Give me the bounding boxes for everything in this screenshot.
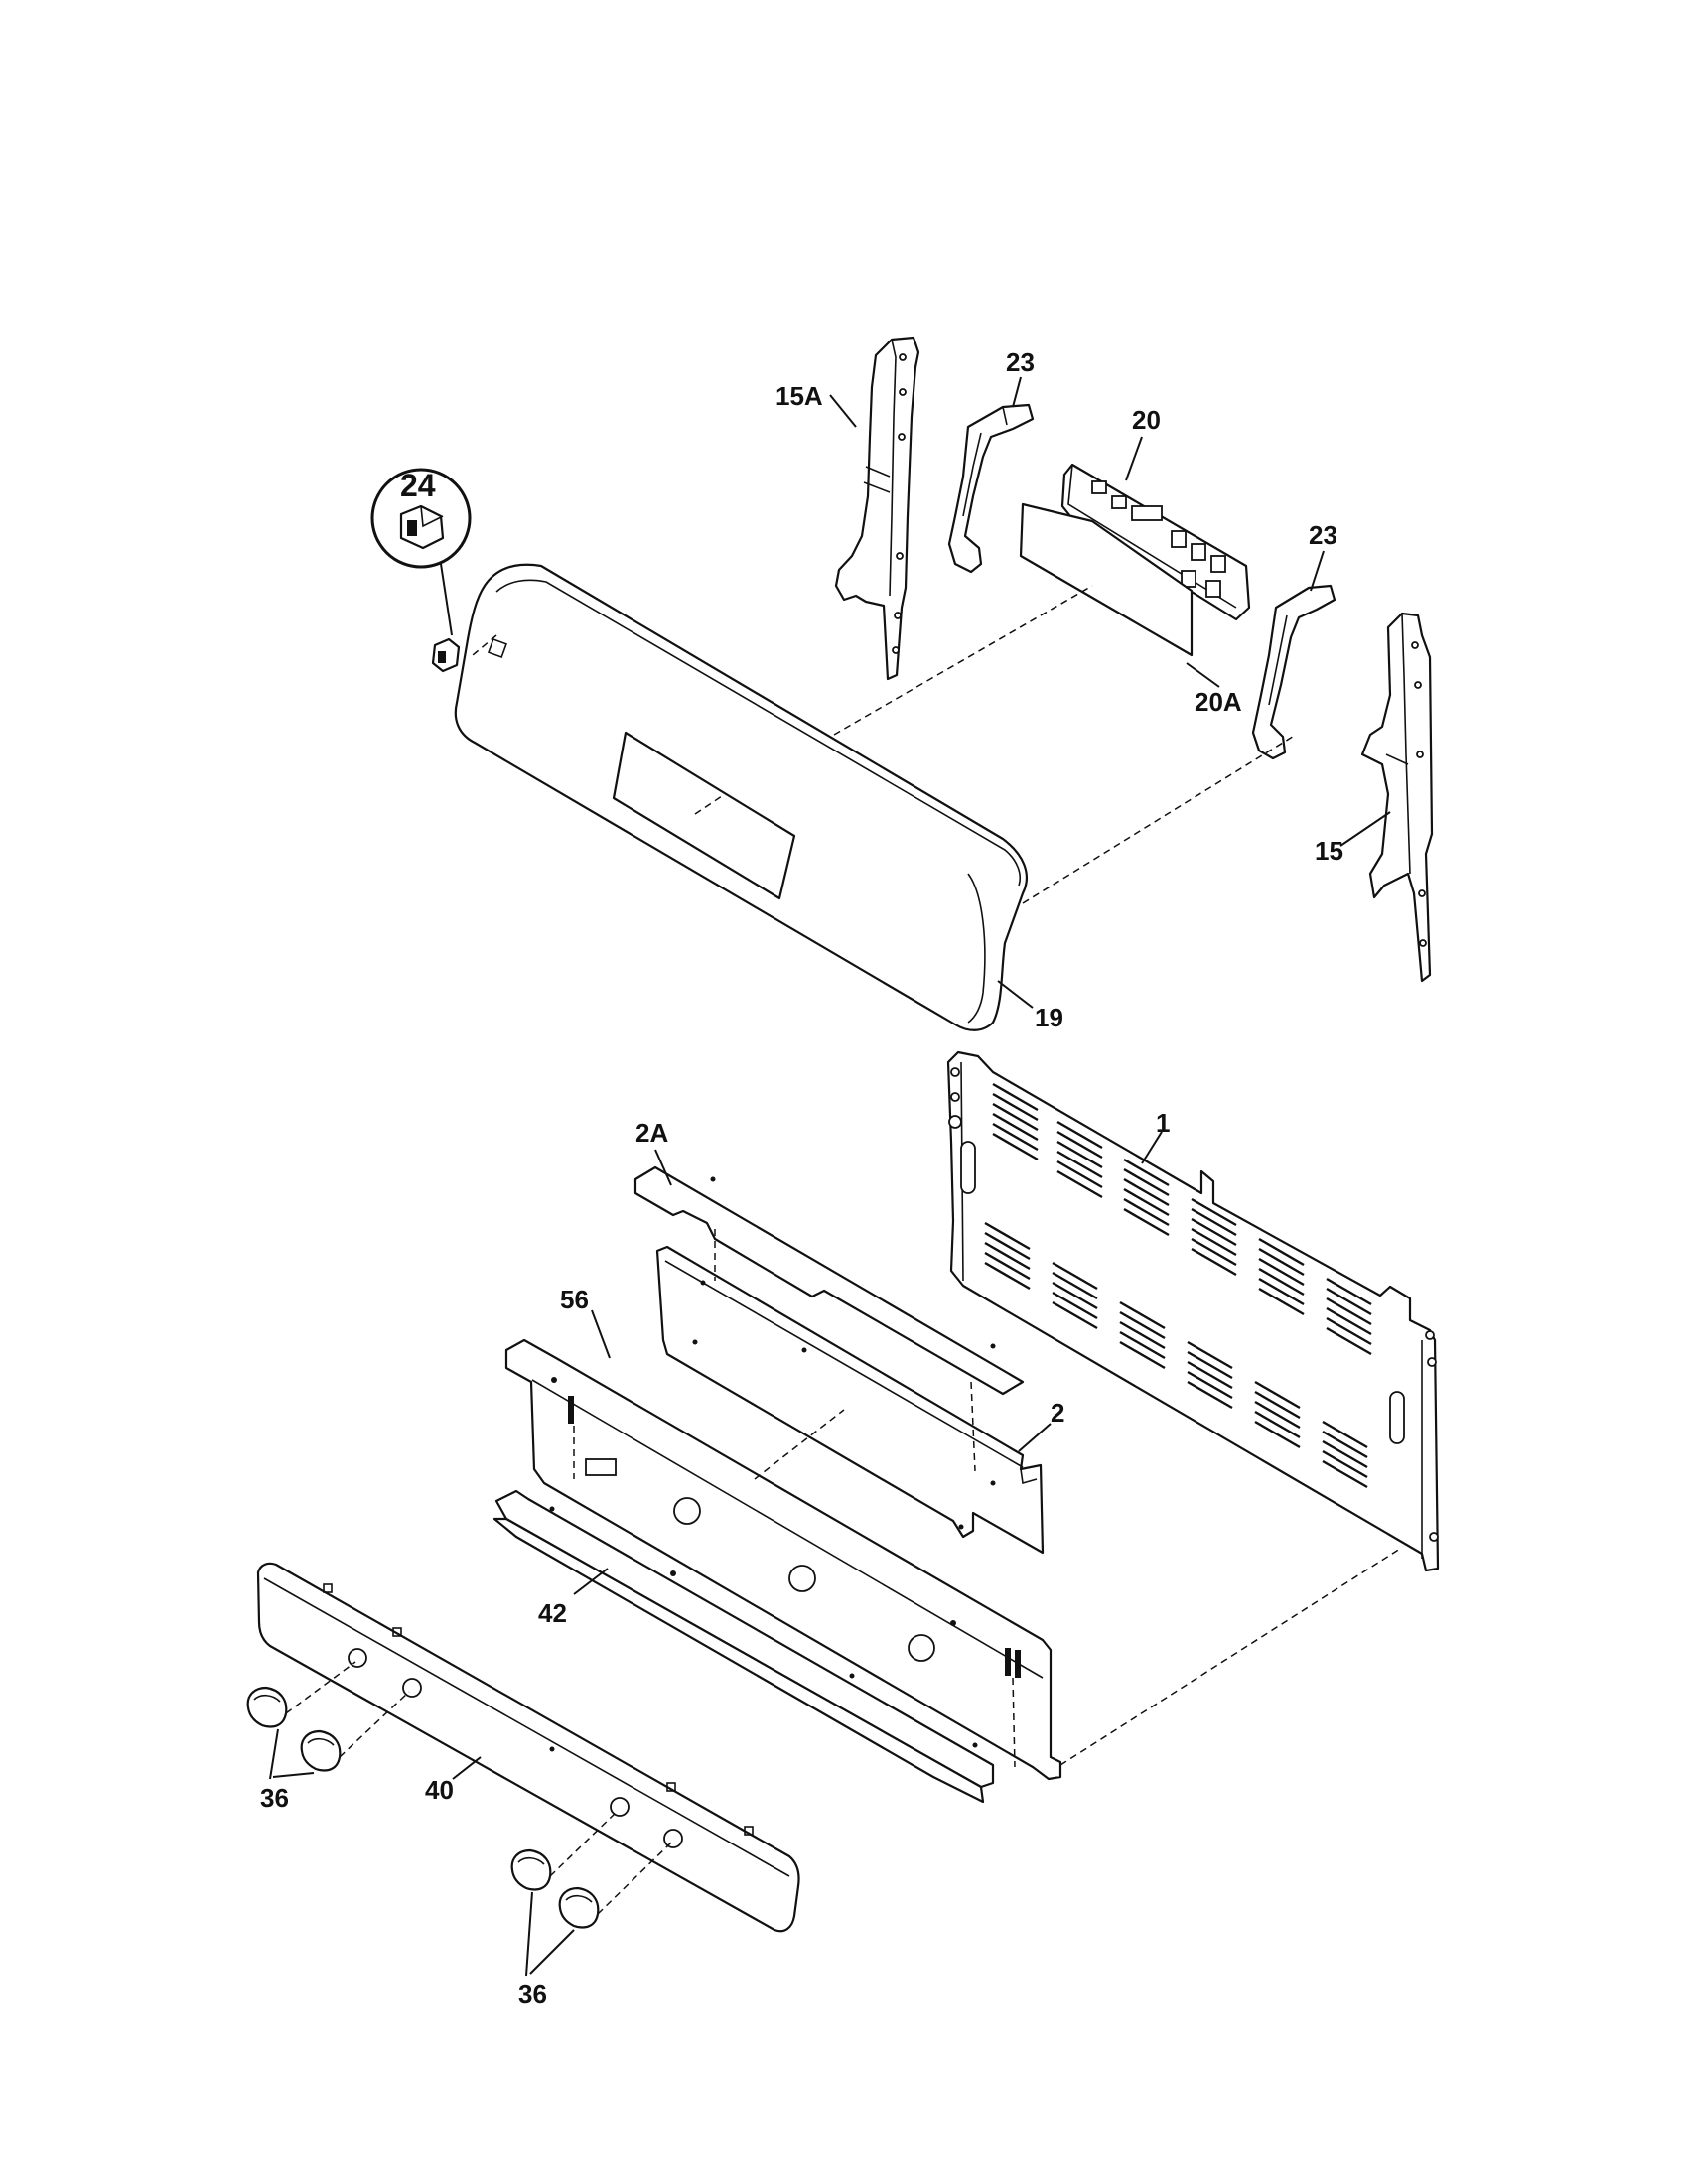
part-20-control-board bbox=[1060, 463, 1251, 621]
callout-2A: 2A bbox=[635, 1118, 668, 1148]
callout-15A: 15A bbox=[775, 381, 823, 411]
callout-19: 19 bbox=[1035, 1003, 1063, 1032]
callout-40: 40 bbox=[425, 1775, 454, 1805]
callout-23-left: 23 bbox=[1006, 347, 1035, 377]
callout-42: 42 bbox=[538, 1598, 567, 1628]
part-15-end-bracket bbox=[1360, 612, 1434, 983]
part-23-right-clip bbox=[1251, 584, 1336, 760]
part-2A-shield bbox=[633, 1165, 1025, 1396]
callout-1: 1 bbox=[1156, 1108, 1170, 1138]
assembly-lines bbox=[285, 585, 1401, 1915]
part-42-trim bbox=[492, 1489, 995, 1804]
part-56-panel bbox=[504, 1338, 1062, 1781]
part-1-rear-panel bbox=[946, 1050, 1440, 1572]
knob-3 bbox=[510, 1848, 552, 1891]
part-20A-overlay bbox=[1019, 502, 1194, 657]
callout-15: 15 bbox=[1315, 836, 1343, 866]
part-19-backguard bbox=[454, 563, 1028, 1031]
callout-24: 24 bbox=[400, 468, 436, 503]
leader-lines bbox=[269, 376, 1391, 1977]
callout-labels: 15A 23 20 23 24 20A 15 19 1 2A 56 2 42 3… bbox=[260, 347, 1343, 2009]
part-23-left-clip bbox=[947, 403, 1035, 574]
part-40-control-panel bbox=[256, 1562, 800, 1933]
callout-36-left: 36 bbox=[260, 1783, 289, 1813]
callout-20A: 20A bbox=[1195, 687, 1242, 717]
knob-4 bbox=[558, 1886, 600, 1929]
callout-56: 56 bbox=[560, 1285, 589, 1314]
callout-36-right: 36 bbox=[518, 1979, 547, 2009]
part-36-knobs bbox=[246, 1686, 600, 1929]
callout-23-right: 23 bbox=[1309, 520, 1337, 550]
callout-2: 2 bbox=[1051, 1398, 1064, 1428]
louvers-lower bbox=[984, 1221, 1368, 1489]
callout-20: 20 bbox=[1132, 405, 1161, 435]
part-2-mounting-plate bbox=[655, 1245, 1045, 1555]
louvers-upper bbox=[992, 1082, 1372, 1356]
part-15A-end-bracket bbox=[834, 336, 920, 681]
knob-1 bbox=[246, 1686, 288, 1728]
knob-2 bbox=[300, 1729, 342, 1772]
part-24-switch-callout bbox=[370, 468, 472, 673]
